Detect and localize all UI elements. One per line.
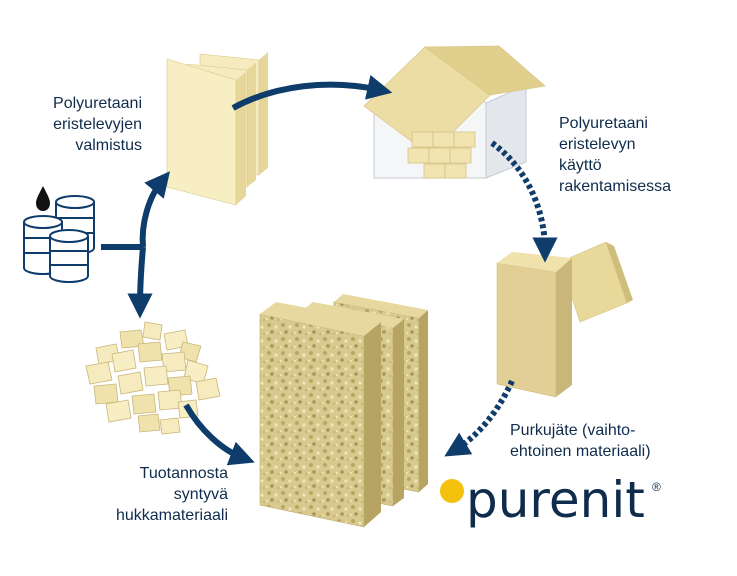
registered-mark: ® bbox=[652, 480, 661, 494]
label-usage: Polyuretaani eristelevyn käyttö rakentam… bbox=[559, 115, 672, 195]
arrow-down-to-scraps bbox=[127, 246, 153, 319]
oil-barrels-icon bbox=[23, 195, 95, 283]
logo-wordmark: purenit bbox=[466, 471, 645, 529]
purenit-logo: purenit ® bbox=[440, 471, 690, 535]
label-waste: Tuotannosta syntyvä hukkamateriaali bbox=[115, 465, 228, 524]
recycled-boards-icon bbox=[259, 294, 428, 528]
house-icon bbox=[363, 45, 546, 179]
demolition-panels-icon bbox=[496, 241, 633, 398]
label-production: Polyuretaani eristelevyjen valmistus bbox=[53, 95, 142, 154]
arrow-demolition-to-recycled bbox=[444, 379, 515, 457]
arrow-scraps-to-recycled bbox=[183, 403, 255, 466]
oil-drop-icon bbox=[36, 186, 50, 211]
arrow-up-to-production bbox=[139, 171, 171, 248]
logo-dot-icon bbox=[440, 479, 464, 503]
arrow-house-to-demolition bbox=[490, 140, 558, 263]
foam-scraps-icon bbox=[85, 321, 221, 435]
arrow-production-to-house bbox=[231, 74, 393, 111]
cycle-arrows bbox=[101, 74, 558, 466]
insulation-boards-icon bbox=[166, 52, 268, 206]
label-demolition: Purkujäte (vaihto- ehtoinen materiaali) bbox=[510, 422, 651, 460]
